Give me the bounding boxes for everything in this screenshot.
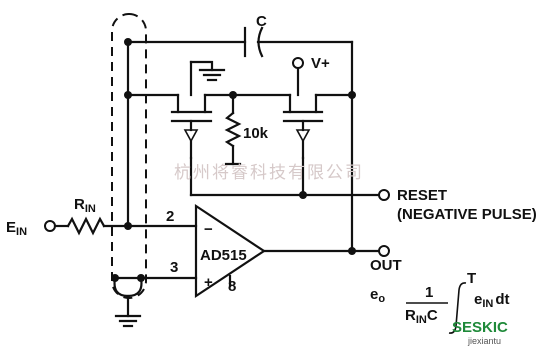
vplus-terminal [292, 57, 304, 69]
junction [111, 274, 119, 282]
capacitor-label: C [256, 13, 267, 30]
junction [229, 91, 237, 99]
junction [124, 91, 132, 99]
pin3-label: 3 [170, 259, 178, 276]
pin2-label: 2 [166, 208, 174, 225]
junction [137, 274, 145, 282]
resistor-10k [224, 111, 242, 148]
junction [124, 222, 132, 230]
vplus-label: V+ [311, 55, 330, 72]
fet-left [170, 93, 213, 160]
resistor-rin [66, 216, 106, 236]
rin-label: RIN [74, 196, 96, 215]
reset-label: RESET [397, 187, 447, 204]
guard-loop [113, 276, 143, 298]
formula-lhs: eo [370, 286, 385, 305]
junction [299, 191, 307, 199]
reset-note: (NEGATIVE PULSE) [397, 206, 537, 223]
opamp-label: AD515 [200, 247, 247, 264]
watermark-company: 杭州将睿科技有限公司 [174, 163, 364, 183]
output-terminal [378, 245, 390, 257]
formula-upper-limit: T [467, 270, 476, 287]
watermark-logo-text: SESKIC [452, 319, 508, 336]
out-label: OUT [370, 257, 402, 274]
ground-top-fet [189, 60, 226, 97]
junction [124, 38, 132, 46]
opamp-body [194, 203, 266, 299]
input-label: EIN [6, 219, 27, 238]
watermark-logo: SESKIC jiexiantu [452, 319, 508, 346]
formula-denominator: RINC [405, 307, 438, 326]
input-terminal [44, 220, 56, 232]
watermark-site: jiexiantu [467, 336, 501, 346]
integral-sign [448, 282, 467, 334]
plus-sign: + [204, 274, 213, 291]
junction [348, 91, 356, 99]
pin8-label: 8 [228, 278, 236, 295]
reset-terminal [378, 189, 390, 201]
resistor-10k-label: 10k [243, 125, 269, 142]
junction [348, 247, 356, 255]
minus-sign: − [204, 221, 213, 238]
formula-numerator: 1 [425, 284, 433, 301]
fet-right [282, 93, 324, 160]
